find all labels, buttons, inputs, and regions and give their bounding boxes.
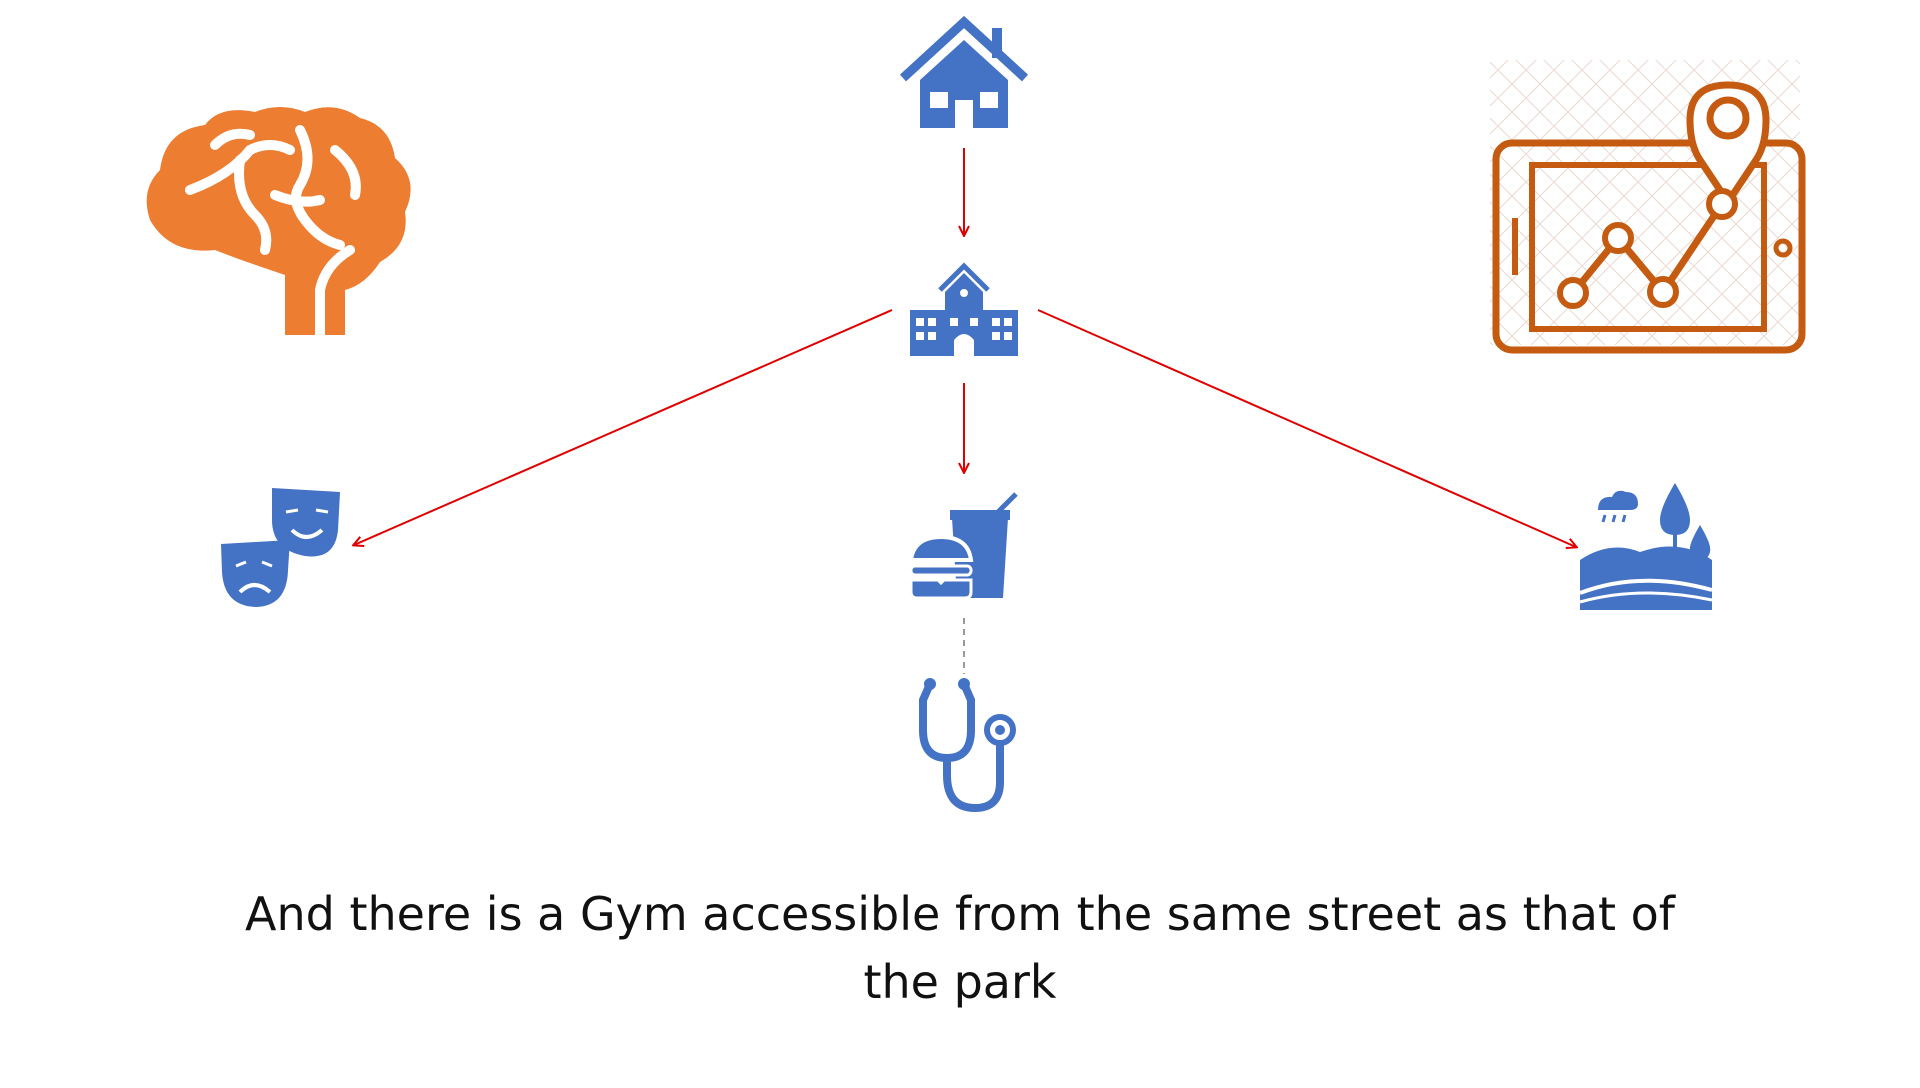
house-icon <box>899 15 1029 128</box>
arrow-school-to-park <box>1037 309 1576 547</box>
caption-line-2: the park <box>863 955 1057 1009</box>
brain-icon <box>146 107 411 340</box>
park-icon <box>1579 483 1713 610</box>
fast-food-icon <box>908 492 1018 600</box>
tablet-map-analytics-icon <box>1490 60 1806 354</box>
caption: And there is a Gym accessible from the s… <box>160 880 1760 1016</box>
stethoscope-icon <box>919 678 1016 813</box>
arrow-school-to-theater <box>354 309 893 545</box>
theater-masks-icon <box>221 488 340 607</box>
caption-line-1: And there is a Gym accessible from the s… <box>245 887 1675 941</box>
school-icon <box>910 262 1018 356</box>
